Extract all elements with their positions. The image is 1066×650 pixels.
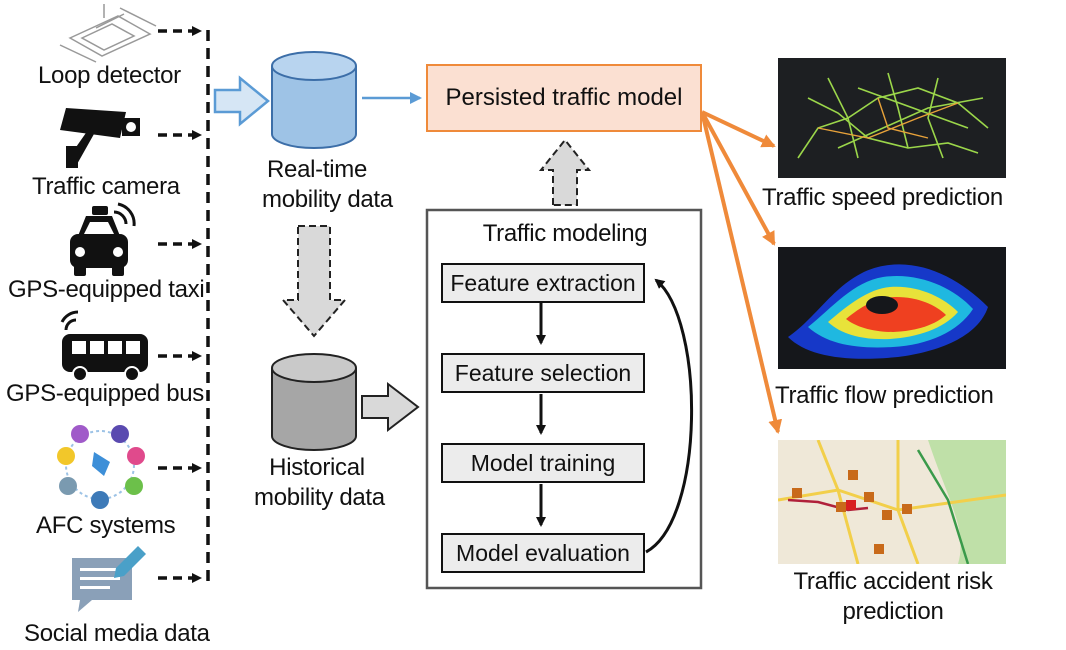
realtime-label-line2: mobility data [262, 186, 393, 213]
realtime-label: Real-time [262, 156, 372, 184]
social-media-icon [72, 546, 146, 612]
ingest-arrow [213, 75, 270, 127]
realtime-label-line1: Real-time [267, 156, 367, 183]
taxi-icon [70, 202, 136, 276]
source-label-gps-bus: GPS-equipped bus [6, 380, 205, 407]
source-label-gps-taxi: GPS-equipped taxi [8, 276, 205, 303]
loop-detector-icon [59, 4, 157, 63]
flow-prediction-map [778, 247, 1006, 369]
historical-label-line1: Historical [269, 454, 365, 481]
output-label-accident-line2: prediction [842, 598, 944, 625]
output-label-accident-line1: Traffic accident risk [793, 568, 993, 595]
source-label-social-media: Social media data [24, 620, 210, 647]
source-label-loop-detector: Loop detector [38, 62, 181, 89]
historical-label-2: mobility data [254, 484, 385, 512]
output-label-speed: Traffic speed prediction [762, 184, 1003, 211]
historical-cylinder [271, 353, 357, 451]
afc-network-icon [57, 425, 145, 509]
historical-label-line2: mobility data [254, 484, 385, 511]
persisted-model-label: Persisted traffic model [445, 84, 683, 111]
output-arrows [700, 110, 783, 434]
step-model-training: Model training [441, 443, 645, 483]
feedback-loop-arrow [645, 278, 694, 554]
archive-arrow [280, 225, 348, 338]
speed-prediction-map [778, 58, 1006, 178]
realtime-cylinder [271, 51, 357, 149]
step-model-evaluation: Model evaluation [441, 533, 645, 573]
step-feature-selection: Feature selection [441, 353, 645, 393]
modeling-to-model-arrow [538, 138, 592, 206]
output-label-flow: Traffic flow prediction [775, 382, 994, 409]
historical-label: Historical [254, 454, 380, 482]
step-feature-extraction: Feature extraction [441, 263, 645, 303]
accident-risk-map [778, 440, 1006, 564]
source-label-afc: AFC systems [36, 512, 176, 539]
realtime-label-2: mobility data [262, 186, 393, 214]
persisted-model-box: Persisted traffic model [426, 64, 702, 132]
modeling-title: Traffic modeling [482, 220, 648, 247]
source-arrows [158, 26, 202, 583]
bus-icon [60, 310, 148, 382]
source-label-traffic-camera: Traffic camera [32, 173, 180, 200]
traffic-camera-icon [60, 108, 140, 168]
historical-to-modeling-arrow [361, 381, 420, 433]
